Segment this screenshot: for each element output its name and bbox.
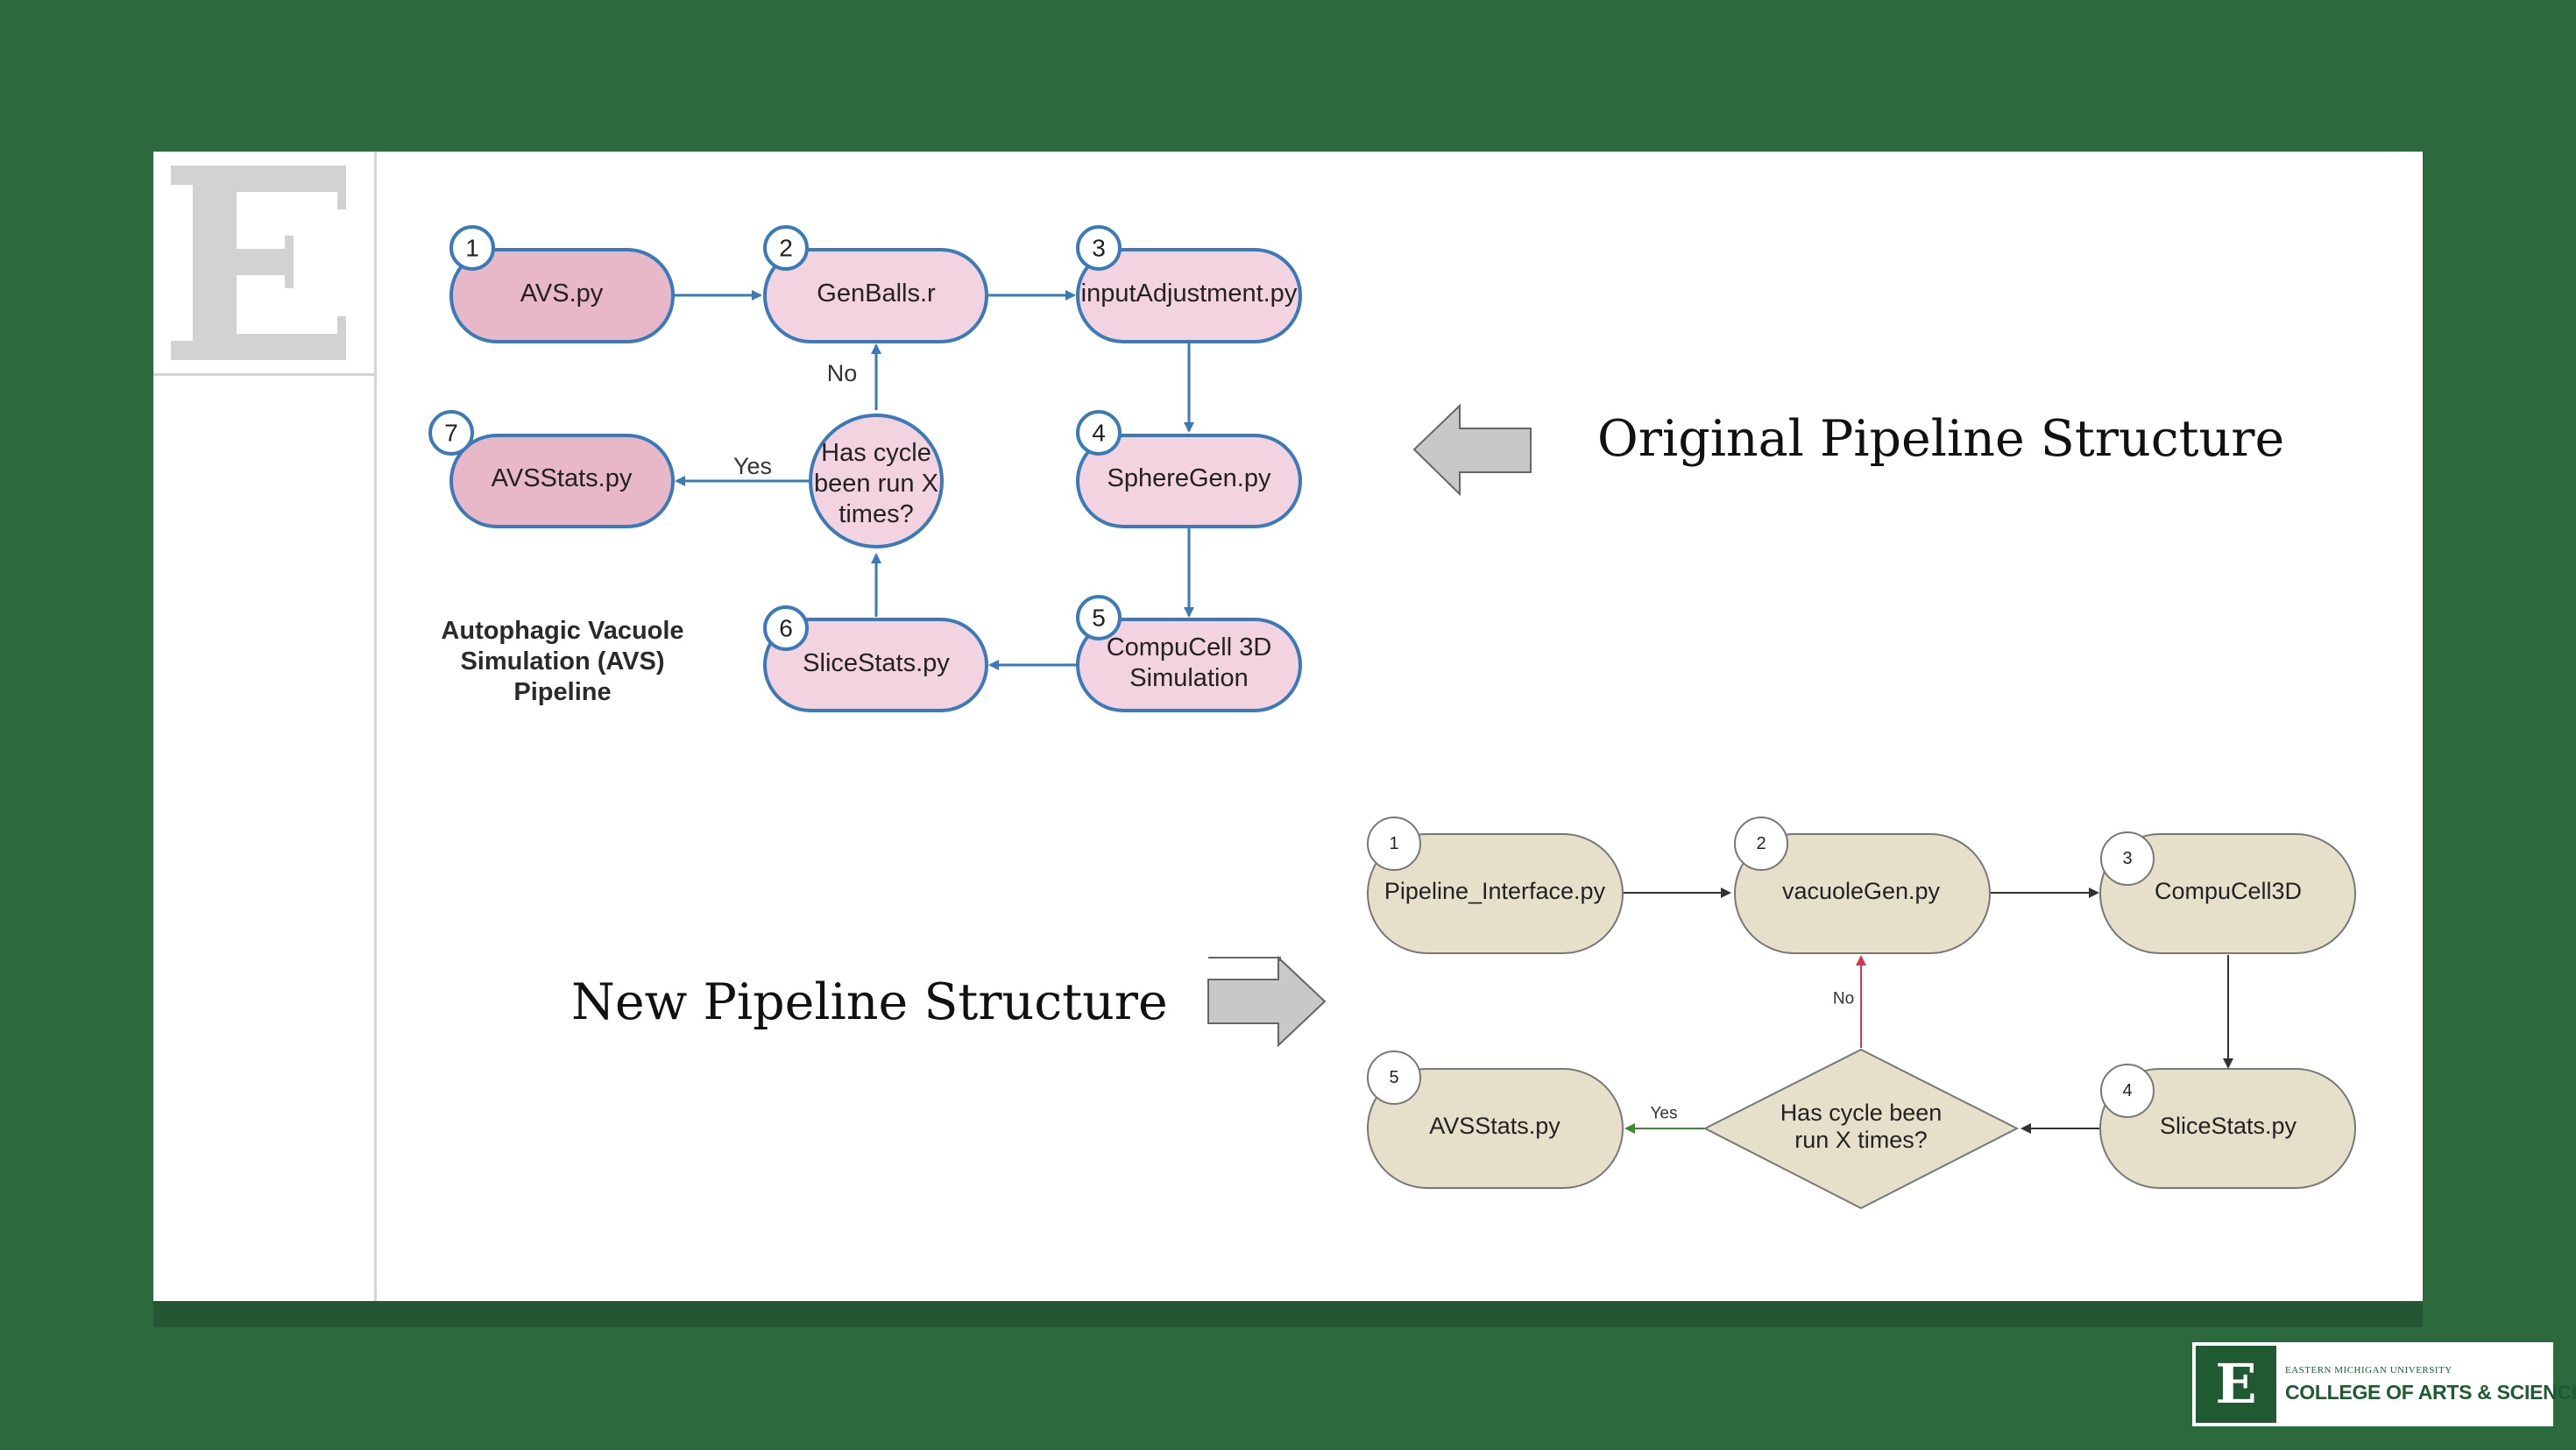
- e-logo-icon: [171, 166, 346, 360]
- node-label: SliceStats.py: [803, 649, 950, 677]
- original-decision: Has cycle been run X times?: [809, 414, 944, 548]
- step-number: 3: [2122, 849, 2132, 868]
- node-label: GenBalls.r: [817, 279, 936, 308]
- node-label: CompuCell3D: [2155, 878, 2302, 904]
- emu-e-icon: E: [2196, 1346, 2276, 1423]
- original-node-5: CompuCell 3D Simulation 5: [1076, 595, 1302, 712]
- step-number: 1: [1389, 834, 1398, 853]
- original-heading: Original Pipeline Structure: [1597, 410, 2284, 468]
- new-node-1: Pipeline_Interface.py 1: [1367, 817, 1624, 954]
- decision-line-1: Has cycle: [821, 439, 931, 467]
- original-caption-line-3: Pipeline: [513, 678, 611, 706]
- new-heading: New Pipeline Structure: [571, 973, 1168, 1031]
- original-edges: [673, 290, 1194, 670]
- step-number: 7: [444, 420, 458, 447]
- original-node-3: inputAdjustment.py 3: [1076, 225, 1302, 343]
- original-no-label: No: [827, 360, 858, 386]
- node-label: AVSStats.py: [1429, 1113, 1560, 1139]
- node-label-line-2: Simulation: [1129, 664, 1248, 692]
- step-number: 6: [779, 615, 793, 642]
- original-node-6: SliceStats.py 6: [763, 605, 988, 712]
- logo-divider: [153, 373, 375, 376]
- university-name: EASTERN MICHIGAN UNIVERSITY: [2285, 1365, 2452, 1376]
- original-node-1: AVS.py 1: [449, 225, 675, 343]
- college-name: COLLEGE OF ARTS & SCIENCES: [2285, 1381, 2576, 1404]
- decision-line-2: been run X: [814, 470, 938, 498]
- decision-line-2: run X times?: [1794, 1127, 1928, 1153]
- new-node-4: SliceStats.py 4: [2099, 1064, 2356, 1189]
- original-caption-line-2: Simulation (AVS): [460, 647, 664, 675]
- new-node-5: AVSStats.py 5: [1367, 1050, 1624, 1189]
- original-node-7: AVSStats.py 7: [428, 410, 675, 528]
- node-label: SphereGen.py: [1107, 464, 1271, 492]
- new-decision: Has cycle been run X times?: [1702, 1048, 2020, 1210]
- step-number: 2: [1756, 834, 1766, 853]
- original-node-2: GenBalls.r 2: [763, 225, 988, 343]
- new-no-label: No: [1833, 990, 1854, 1008]
- new-edges: [1623, 888, 2233, 1134]
- step-number: 5: [1092, 605, 1106, 632]
- new-node-3: CompuCell3D 3: [2099, 831, 2356, 954]
- college-logo: E EASTERN MICHIGAN UNIVERSITY COLLEGE OF…: [2190, 1340, 2576, 1428]
- original-node-4: SphereGen.py 4: [1076, 410, 1302, 528]
- original-yes-label: Yes: [733, 453, 772, 479]
- node-label-line-1: CompuCell 3D: [1107, 633, 1272, 661]
- node-label: AVSStats.py: [492, 464, 633, 492]
- decision-line-1: Has cycle been: [1780, 1100, 1943, 1126]
- left-arrow-icon: [1412, 403, 1532, 497]
- new-yes-label: Yes: [1651, 1105, 1678, 1123]
- decision-line-3: times?: [839, 500, 913, 528]
- step-number: 4: [2122, 1081, 2132, 1100]
- node-label: AVS.py: [520, 279, 604, 308]
- sidebar-divider: [374, 152, 377, 1301]
- node-label: SliceStats.py: [2160, 1113, 2297, 1139]
- step-number: 1: [465, 235, 479, 262]
- original-caption-line-1: Autophagic Vacuole: [441, 617, 683, 645]
- step-number: 2: [779, 235, 793, 262]
- right-arrow-icon: [1207, 955, 1327, 1048]
- step-number: 3: [1092, 235, 1106, 262]
- node-label: vacuoleGen.py: [1782, 878, 1941, 904]
- node-label: inputAdjustment.py: [1081, 279, 1298, 308]
- node-label: Pipeline_Interface.py: [1384, 878, 1606, 904]
- step-number: 5: [1389, 1068, 1398, 1087]
- step-number: 4: [1092, 420, 1106, 447]
- new-node-2: vacuoleGen.py 2: [1734, 817, 1991, 954]
